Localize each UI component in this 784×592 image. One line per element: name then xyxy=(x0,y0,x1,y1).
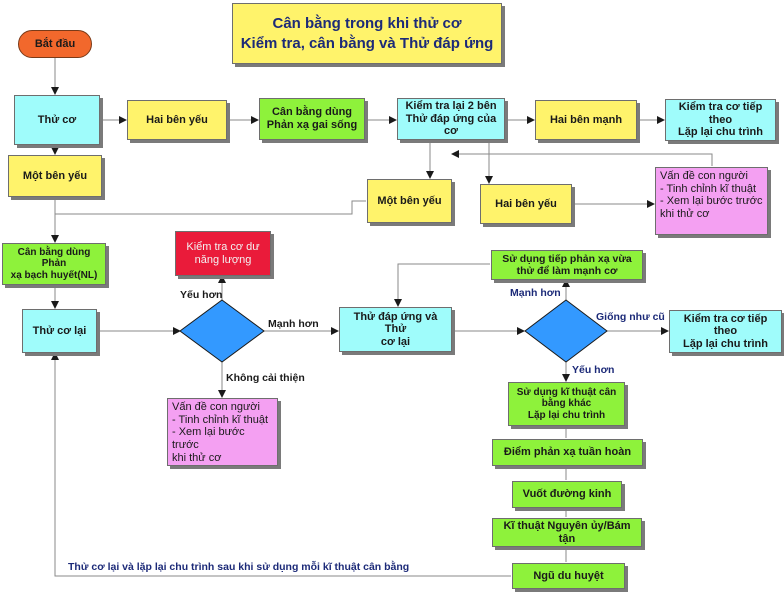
balance-lymph-reflex-node: Cân bằng dùng Phản xạ bạch huyết(NL) xyxy=(2,243,106,285)
origin-insertion-node: Kĩ thuật Nguyên ủy/Bám tận xyxy=(492,518,642,547)
title-line-2: Kiểm tra, cân bằng và Thử đáp ứng xyxy=(240,34,494,52)
decision-diamond-right xyxy=(524,299,608,363)
label-no-improvement: Không cải thiện xyxy=(226,372,305,384)
label-stronger-left: Mạnh hơn xyxy=(268,318,319,330)
circulation-point-node: Điểm phản xạ tuần hoàn xyxy=(492,439,643,466)
both-weak-node: Hai bên yếu xyxy=(127,100,227,140)
arrow-mid-onesideweak-join xyxy=(55,200,366,215)
other-technique-node: Sử dụng kĩ thuật cân bằng khác Lặp lại c… xyxy=(508,382,625,426)
label-loop-note: Thử cơ lại và lặp lại chu trình sau khi … xyxy=(68,561,410,573)
arrow-reflex-response xyxy=(394,263,490,307)
label-weaker-right: Yếu hơn xyxy=(572,364,615,376)
human-issue-top-node: Vấn đề con người - Tinh chỉnh kĩ thuật -… xyxy=(655,167,768,235)
one-side-weak-mid-node: Một bên yếu xyxy=(367,179,452,223)
arrow-human-recheck xyxy=(451,150,713,166)
continue-check-right-node: Kiểm tra cơ tiếp theo Lặp lại chu trình xyxy=(669,310,782,353)
one-side-weak-left-node: Một bên yếu xyxy=(8,155,102,197)
test-muscle-node: Thử cơ xyxy=(14,95,100,145)
both-weak-mid-node: Hai bên yếu xyxy=(480,184,572,224)
human-issue-bottom-node: Vấn đề con người - Tinh chỉnh kĩ thuật -… xyxy=(167,398,278,466)
check-excess-energy-node: Kiểm tra cơ dư năng lượng xyxy=(175,231,271,276)
arrow-loop-retest xyxy=(51,352,511,577)
retest-muscle-node: Thử cơ lại xyxy=(22,309,97,353)
continue-check-top-node: Kiểm tra cơ tiếp theo Lặp lại chu trình xyxy=(665,99,776,141)
five-element-points-node: Ngũ du huyệt xyxy=(512,563,625,589)
meridian-stroke-node: Vuốt đường kinh xyxy=(512,481,622,508)
diagram-title: Cân bằng trong khi thử cơ Kiểm tra, cân … xyxy=(232,3,502,64)
balance-spinal-reflex-node: Cân bằng dùng Phản xạ gai sống xyxy=(259,98,365,140)
label-stronger-right: Mạnh hơn xyxy=(510,287,561,299)
label-same-as-before: Giống như cũ xyxy=(596,311,665,323)
response-retest-node: Thử đáp ứng và Thử cơ lại xyxy=(339,307,452,352)
both-strong-node: Hai bên mạnh xyxy=(535,100,637,140)
title-line-1: Cân bằng trong khi thử cơ xyxy=(272,15,462,32)
label-weaker-left: Yếu hơn xyxy=(180,289,223,301)
start-node: Bắt đầu xyxy=(18,30,92,58)
use-next-reflex-node: Sử dụng tiếp phản xạ vừa thử để làm mạnh… xyxy=(491,250,643,280)
recheck-both-sides-node: Kiểm tra lại 2 bên Thử đáp ứng của cơ xyxy=(397,98,505,140)
decision-diamond-left xyxy=(179,299,265,363)
